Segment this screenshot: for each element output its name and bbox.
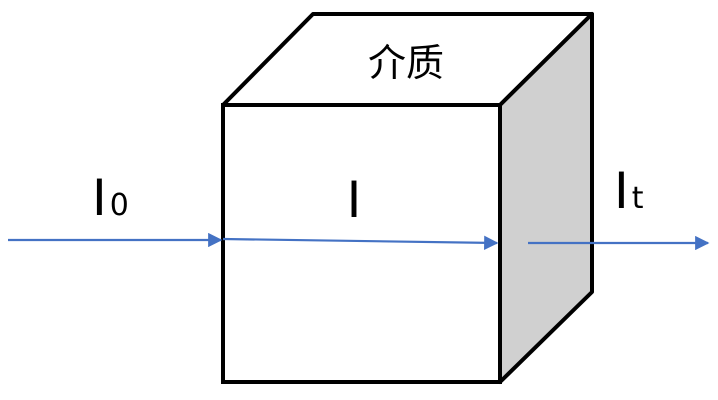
inside-beam-arrow bbox=[222, 235, 499, 250]
medium-cube bbox=[221, 12, 594, 384]
inside-intensity-label: I bbox=[347, 171, 362, 229]
cube-front-face bbox=[221, 103, 502, 384]
medium-label: 介质 bbox=[368, 41, 444, 85]
incident-subscript: 0 bbox=[110, 188, 129, 223]
transmitted-symbol: I bbox=[614, 162, 629, 220]
incident-symbol: I bbox=[92, 169, 107, 227]
transmitted-subscript: t bbox=[632, 181, 644, 216]
